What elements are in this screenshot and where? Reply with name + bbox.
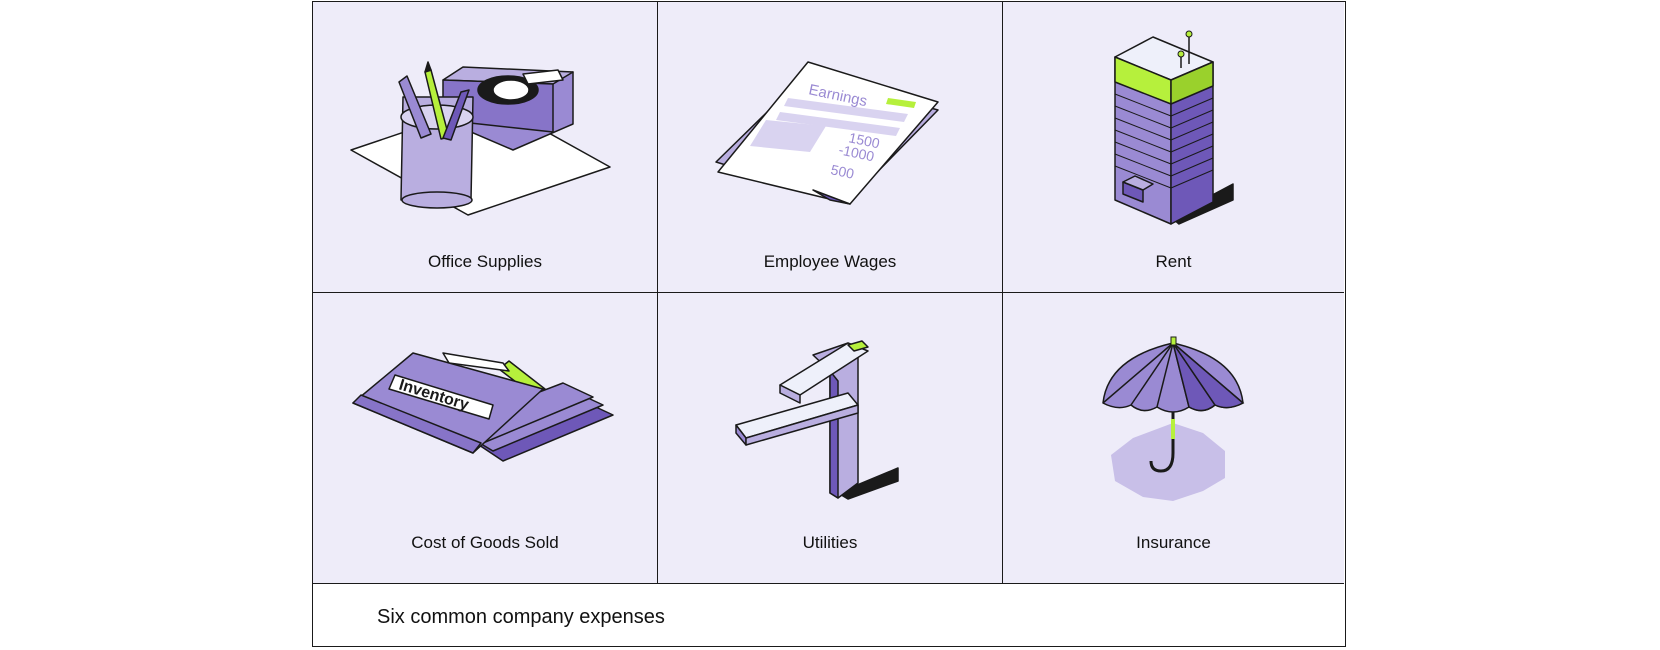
cell-label: Office Supplies — [427, 252, 543, 271]
office-building-icon — [1114, 30, 1234, 225]
earnings-document-icon: Earnings 1500 -1000 500 — [715, 61, 939, 205]
expense-grid: Office Supplies Earnings 1500 -1000 — [313, 2, 1344, 584]
cell-employee-wages: Earnings 1500 -1000 500 Employee Wages — [658, 2, 1003, 293]
figure-3: 500 — [829, 161, 855, 182]
cell-cost-of-goods-sold: Inventory Cost of Goods Sold — [313, 293, 658, 584]
figure-2: -1000 — [837, 141, 876, 164]
cell-label: Utilities — [802, 533, 858, 552]
cell-label: Employee Wages — [763, 252, 897, 271]
cell-label: Cost of Goods Sold — [411, 533, 559, 552]
diagram-caption: Six common company expenses — [377, 606, 665, 628]
figure-1: 1500 — [847, 129, 881, 151]
cell-utilities: Utilities — [658, 293, 1003, 584]
faucet-icon — [735, 340, 899, 500]
cell-office-supplies: Office Supplies — [313, 2, 658, 293]
umbrella-icon — [1102, 336, 1245, 501]
office-supplies-icon — [350, 61, 611, 216]
cell-label: Rent — [1155, 252, 1192, 271]
inventory-folders-icon: Inventory — [352, 352, 614, 462]
cell-rent: Rent — [1003, 2, 1344, 293]
expenses-diagram: Office Supplies Earnings 1500 -1000 — [312, 1, 1346, 647]
cell-insurance: Insurance — [1003, 293, 1344, 584]
cell-label: Insurance — [1136, 533, 1211, 552]
